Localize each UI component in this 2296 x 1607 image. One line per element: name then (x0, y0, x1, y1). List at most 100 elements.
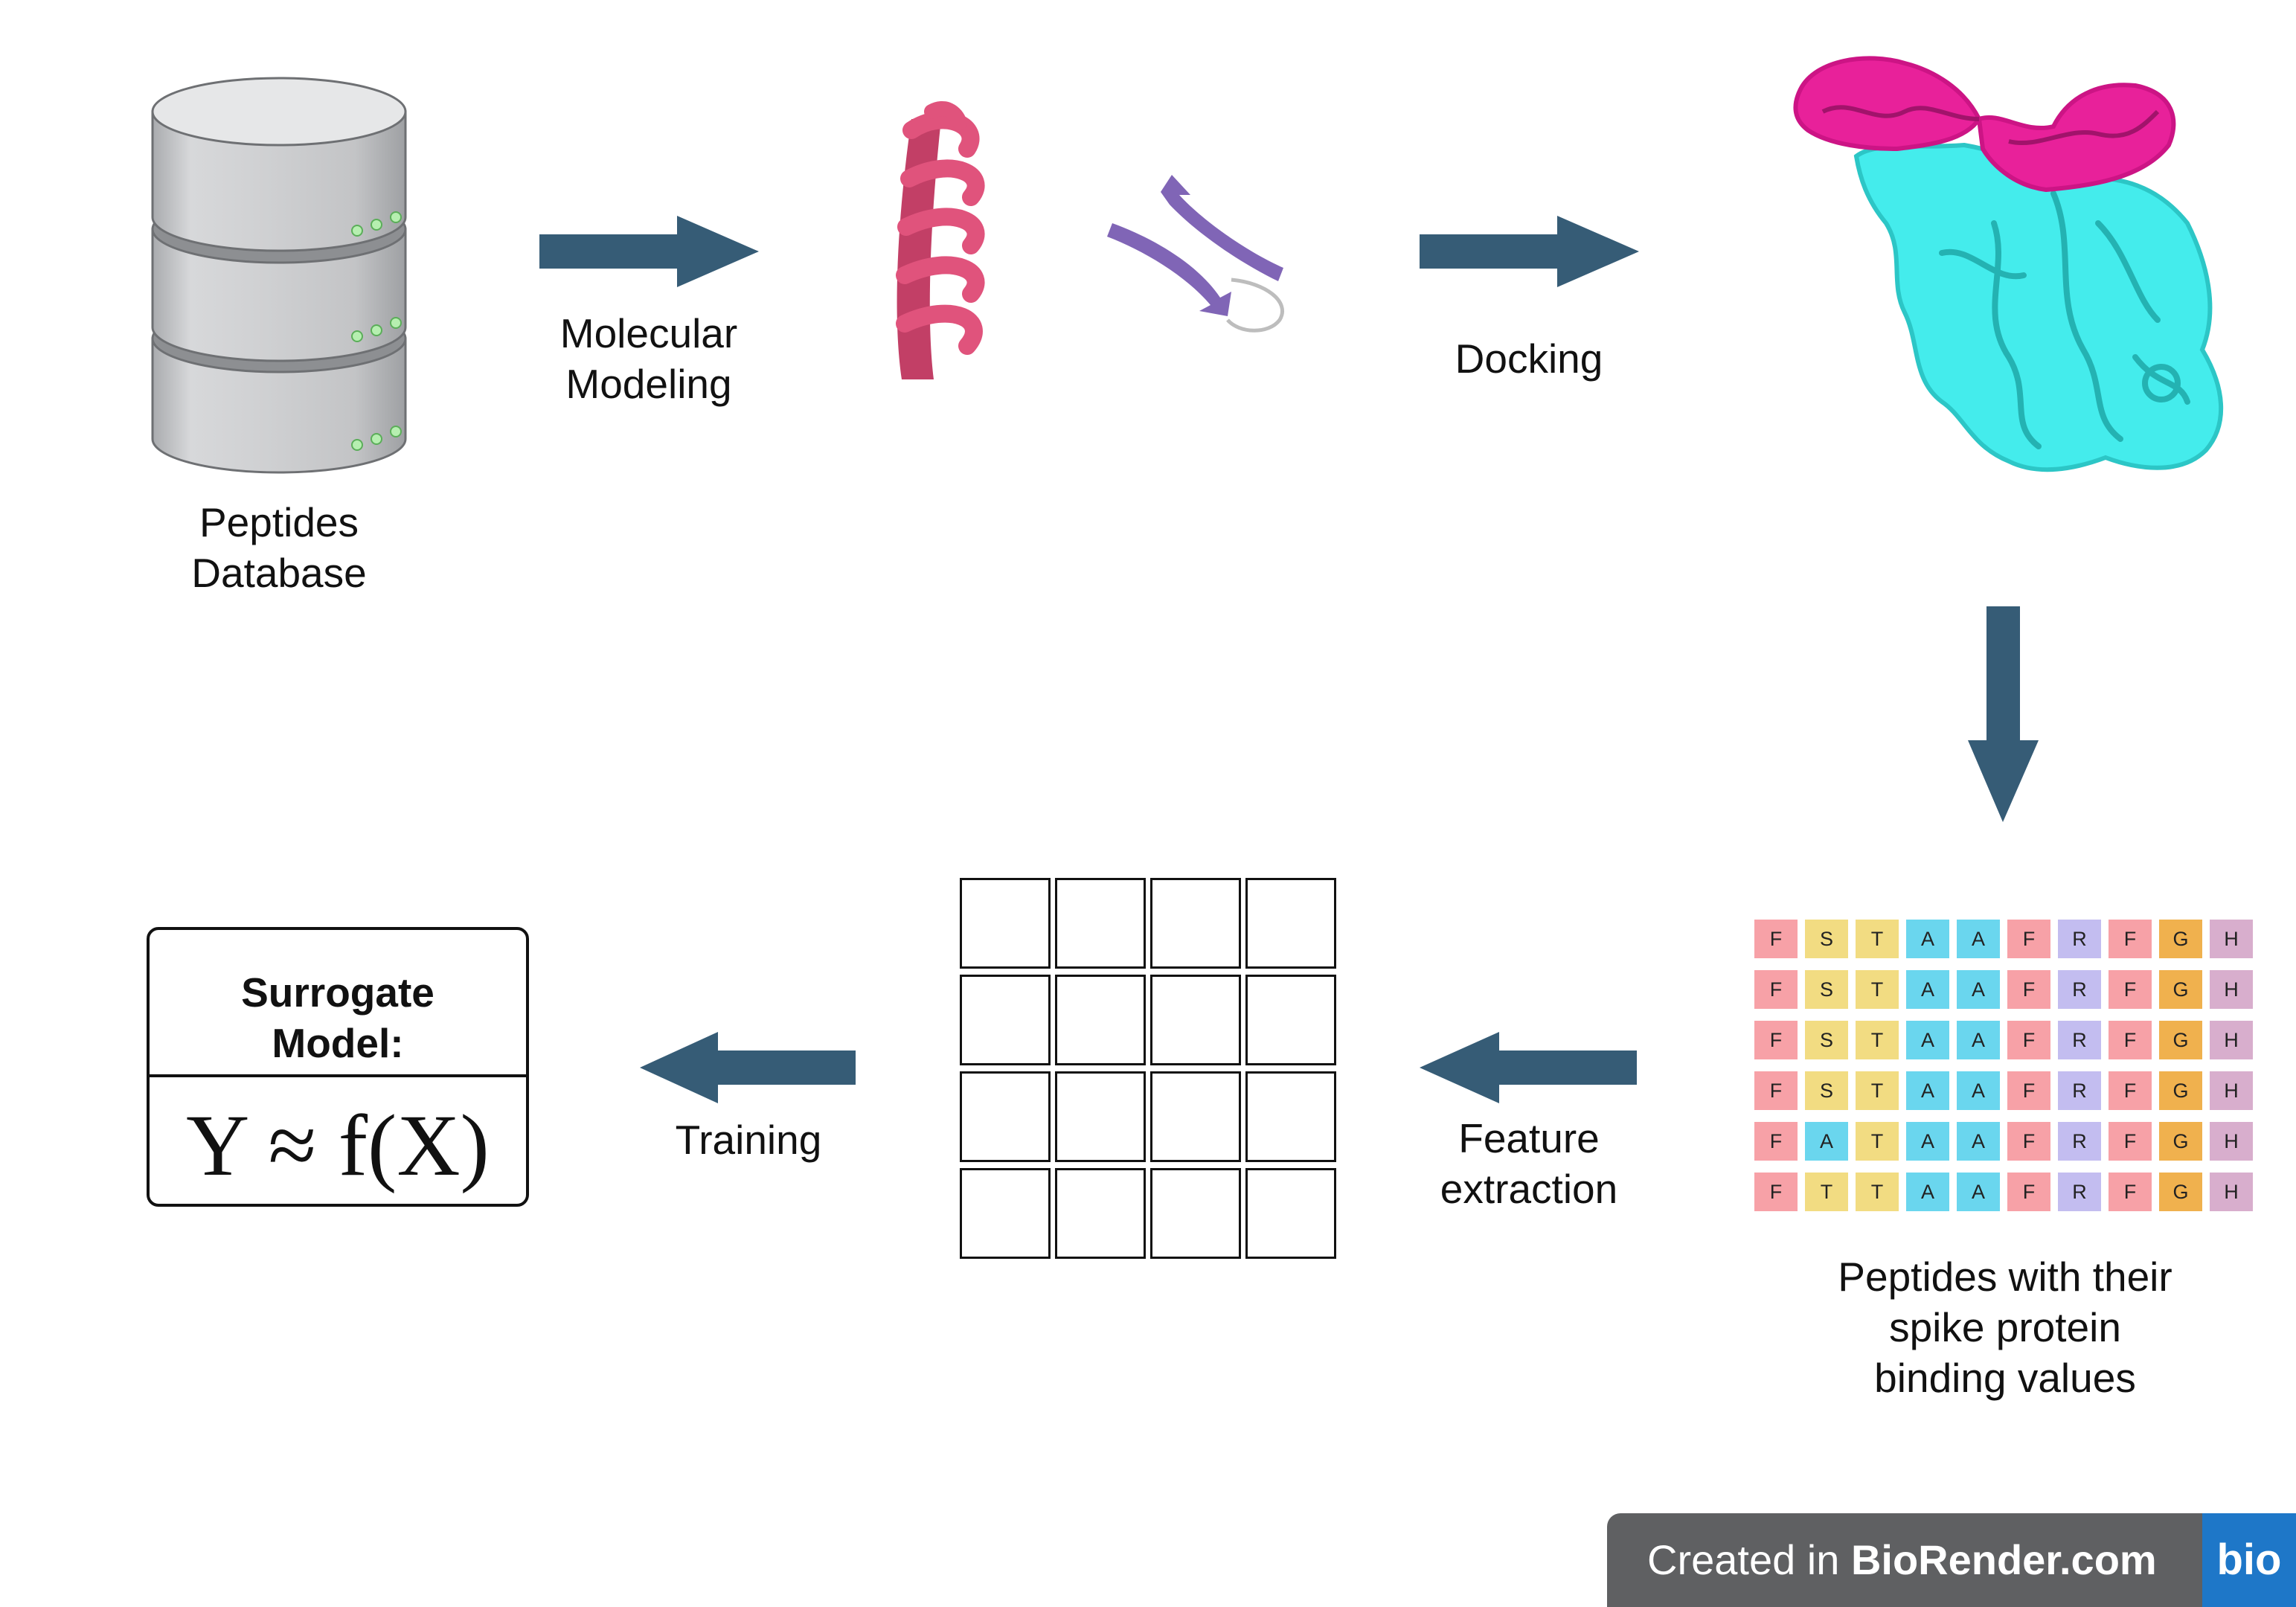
residue-cell: A (1906, 1122, 1949, 1161)
biorender-logo-icon: bio (2202, 1513, 2296, 1607)
peptides-binding-label: Peptides with their spike protein bindin… (1838, 1254, 2172, 1401)
matrix-cell (1245, 1168, 1336, 1259)
residue-cell: H (2210, 1021, 2253, 1059)
residue-cell: F (2007, 1173, 2050, 1211)
residue-cell: A (1906, 1173, 1949, 1211)
residue-cell: T (1856, 920, 1899, 958)
residue-cell: A (1805, 1122, 1848, 1161)
matrix-cell (960, 975, 1051, 1065)
model-divider (150, 1074, 526, 1077)
residue-cell: H (2210, 970, 2253, 1009)
beta-sheet-icon (1107, 175, 1284, 333)
matrix-cell (960, 878, 1051, 969)
credit-text: Created in BioRender.com (1647, 1536, 2157, 1583)
residue-cell: H (2210, 920, 2253, 958)
residue-cell: R (2058, 1173, 2101, 1211)
matrix-cell (1150, 1168, 1241, 1259)
alpha-helix-icon (896, 101, 985, 379)
arrow-right-icon-docking (1420, 216, 1639, 287)
residue-cell: A (1957, 970, 2000, 1009)
protein-docking-icon (1793, 56, 2224, 472)
feature-extraction-label: Feature extraction (1440, 1115, 1618, 1212)
matrix-cell (1055, 975, 1146, 1065)
residue-cell: F (2007, 970, 2050, 1009)
arrow-left-icon-feature-extraction (1420, 1032, 1637, 1103)
surrogate-model-formula: Y ≈ f(X) (186, 1097, 490, 1194)
matrix-cell (1245, 975, 1336, 1065)
residue-cell: A (1906, 920, 1949, 958)
training-label: Training (675, 1117, 822, 1163)
matrix-cell (1150, 878, 1241, 969)
residue-cell: F (1754, 1021, 1798, 1059)
residue-cell: F (1754, 1173, 1798, 1211)
residue-cell: A (1906, 1071, 1949, 1110)
residue-cell: F (1754, 920, 1798, 958)
residue-cell: T (1805, 1173, 1848, 1211)
matrix-cell (1150, 1071, 1241, 1162)
residue-cell: A (1957, 920, 2000, 958)
residue-cell: R (2058, 1021, 2101, 1059)
residue-cell: A (1906, 970, 1949, 1009)
residue-cell: R (2058, 920, 2101, 958)
matrix-cell (960, 1071, 1051, 1162)
biorender-credit[interactable]: Created in BioRender.com bio (1607, 1513, 2296, 1607)
residue-cell: F (2109, 1021, 2152, 1059)
residue-cell: F (2109, 1071, 2152, 1110)
residue-cell: R (2058, 1071, 2101, 1110)
residue-cell: F (2007, 1021, 2050, 1059)
residue-cell: A (1957, 1122, 2000, 1161)
residue-cell: G (2159, 1071, 2202, 1110)
matrix-cell (1245, 878, 1336, 969)
residue-cell: F (1754, 1122, 1798, 1161)
surrogate-model-box: Surrogate Model: Y ≈ f(X) (147, 927, 529, 1207)
matrix-cell (960, 1168, 1051, 1259)
residue-cell: G (2159, 1021, 2202, 1059)
residue-cell: H (2210, 1071, 2253, 1110)
matrix-cell (1055, 878, 1146, 969)
residue-cell: A (1957, 1173, 2000, 1211)
feature-matrix (960, 878, 1336, 1259)
residue-cell: H (2210, 1122, 2253, 1161)
arrow-right-icon-modeling (539, 216, 759, 287)
arrow-down-icon (1968, 606, 2039, 822)
residue-cell: F (1754, 970, 1798, 1009)
matrix-cell (1055, 1071, 1146, 1162)
residue-cell: G (2159, 920, 2202, 958)
residue-cell: S (1805, 1071, 1848, 1110)
residue-cell: T (1856, 1173, 1899, 1211)
surrogate-model-title: Surrogate Model: (241, 969, 434, 1066)
database-icon (151, 77, 407, 474)
arrow-left-icon-training (640, 1032, 856, 1103)
molecular-modeling-label: Molecular Modeling (559, 310, 738, 407)
residue-cell: F (2007, 1071, 2050, 1110)
residue-cell: F (2109, 970, 2152, 1009)
residue-cell: A (1957, 1021, 2000, 1059)
residue-cell: T (1856, 1021, 1899, 1059)
residue-cell: A (1957, 1071, 2000, 1110)
residue-cell: A (1906, 1021, 1949, 1059)
residue-cell: F (2109, 920, 2152, 958)
residue-cell: T (1856, 970, 1899, 1009)
residue-cell: G (2159, 970, 2202, 1009)
residue-cell: G (2159, 1122, 2202, 1161)
residue-cell: F (2007, 1122, 2050, 1161)
residue-cell: R (2058, 1122, 2101, 1161)
matrix-cell (1245, 1071, 1336, 1162)
residue-cell: F (1754, 1071, 1798, 1110)
residue-cell: S (1805, 1021, 1848, 1059)
residue-cell: S (1805, 970, 1848, 1009)
residue-cell: F (2007, 920, 2050, 958)
matrix-cell (1150, 975, 1241, 1065)
residue-cell: T (1856, 1122, 1899, 1161)
docking-label: Docking (1455, 336, 1603, 382)
residue-cell: T (1856, 1071, 1899, 1110)
matrix-cell (1055, 1168, 1146, 1259)
